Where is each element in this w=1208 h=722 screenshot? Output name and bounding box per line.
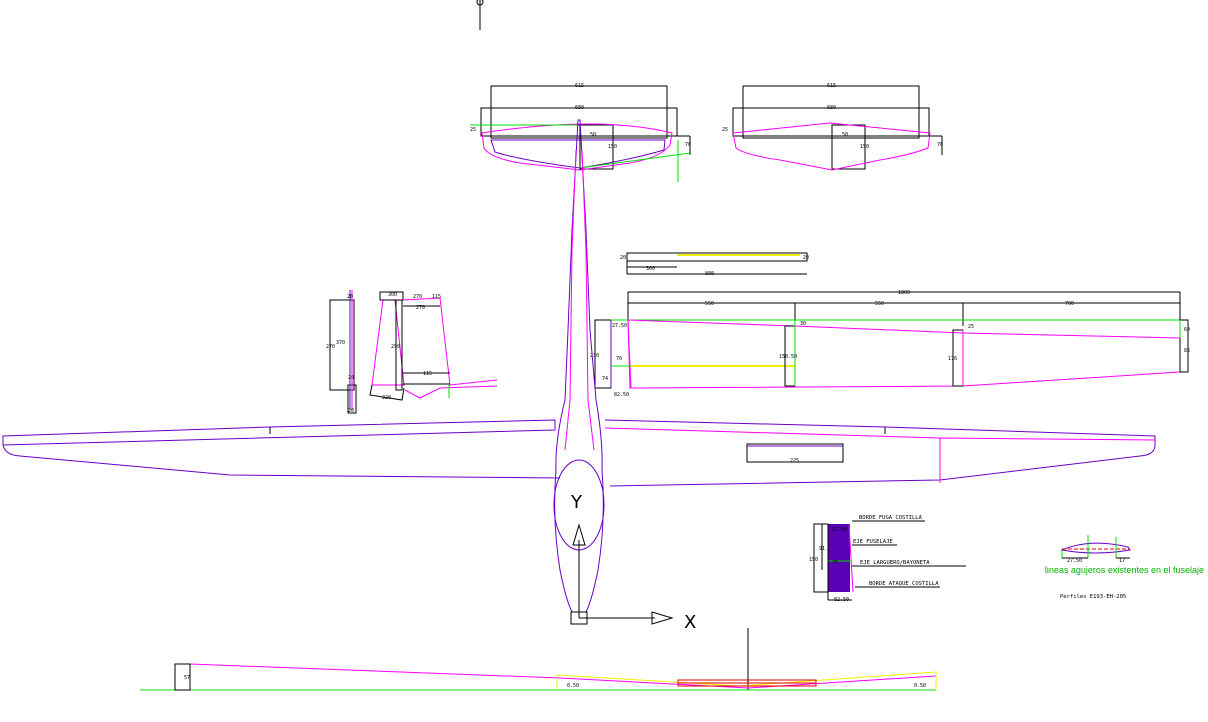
dim-text: 82.50	[614, 392, 629, 398]
dim-text: 17	[1119, 558, 1125, 564]
dim-text: 270	[416, 305, 425, 311]
dim-text: 176	[948, 356, 957, 362]
dim-text: 270	[413, 294, 422, 300]
dim-text: 74	[602, 376, 608, 382]
dim-text: 50	[590, 132, 596, 138]
dim-text: 25	[470, 127, 476, 133]
dim-text: 20	[348, 375, 354, 381]
dim-text: 115	[423, 371, 432, 377]
dim-text: 150	[608, 144, 617, 150]
dim-text: 25	[722, 127, 728, 133]
dim-text: 150	[809, 557, 818, 563]
dim-text: 550	[705, 301, 714, 307]
dim-text: 85	[1184, 348, 1190, 354]
dim-text: 300	[388, 292, 397, 298]
dim-text: 70	[937, 142, 943, 148]
dim-text: 225	[790, 458, 799, 464]
dim-text: 0.50	[567, 683, 579, 689]
dim-text: 20	[620, 255, 626, 261]
dim-text: 57	[184, 675, 190, 681]
dim-text: 60	[1184, 327, 1190, 333]
dim-text: 800	[705, 271, 714, 277]
dim-text: 0.50	[914, 683, 926, 689]
dim-text: 27.50	[832, 527, 847, 533]
dim-text: 150.50	[779, 354, 797, 360]
dim-text: 290	[391, 344, 400, 350]
airfoil-profiles-label: Perfiles E193-EH-205	[1060, 594, 1126, 600]
rib-section: BORDE FUGA COSTILLA EJE FUSELAJE EJE LAR…	[809, 515, 966, 603]
dim-text: 700	[1065, 301, 1074, 307]
dim-text: 70	[832, 560, 838, 566]
rib-label-fuselage-axis: EJE FUSELAJE	[853, 539, 893, 545]
dim-text: 680	[575, 105, 584, 111]
stabilizer-outline-view: 615 680 25 50 150 70	[722, 83, 943, 171]
top-axis-mark	[476, 0, 484, 30]
dim-text: 20	[347, 294, 353, 300]
airfoil-profile: 27.50 17 lineas agujeros existentes en e…	[1045, 535, 1204, 600]
dim-text: 91	[819, 546, 825, 552]
dim-text: 115	[432, 294, 441, 300]
dim-text: 70	[616, 356, 622, 362]
rib-label-trailing-edge: BORDE FUGA COSTILLA	[859, 515, 923, 521]
dim-text: 230	[590, 353, 599, 359]
y-axis-label: Y	[570, 492, 583, 513]
dim-text: 20	[803, 255, 809, 261]
xy-axes: X Y	[570, 492, 696, 633]
dim-text: 550	[875, 301, 884, 307]
dim-text: 300	[646, 266, 655, 272]
dim-text: 30	[800, 321, 806, 327]
dim-text: 220	[382, 395, 391, 401]
dim-text: 615	[827, 83, 836, 89]
fuselage-holes-note: lineas agujeros existentes en el fuselaj…	[1045, 565, 1204, 575]
dim-text: 25	[968, 324, 974, 330]
dim-text: 20	[348, 408, 354, 414]
stabilizer-top-view: 615 680 25 50 150 70	[470, 83, 691, 182]
dim-text: 50	[842, 132, 848, 138]
dim-text: 270	[326, 344, 335, 350]
spar-detail: 20 20 300 800	[620, 252, 809, 277]
dim-text: 70	[685, 142, 691, 148]
dim-text: 1800	[898, 290, 910, 296]
dim-text: 370	[336, 340, 345, 346]
dim-text: 680	[827, 105, 836, 111]
dim-text: 27.50	[1067, 558, 1082, 564]
dim-text: 615	[575, 83, 584, 89]
dim-text: 27.50	[612, 323, 627, 329]
wing-panel-detail: 550 550 700 1800 30 25 60 85 230 27.50 7…	[590, 290, 1190, 398]
dim-text: 82.50	[834, 597, 849, 603]
rib-label-spar-axis: EJE LARGUERO/BAYONETA	[860, 560, 930, 566]
wing-planform: 225	[2, 419, 1156, 487]
wing-side-view: 57 0.50 0.50	[140, 628, 937, 691]
dim-text: 150	[860, 144, 869, 150]
x-axis-label: X	[684, 612, 696, 633]
rib-label-leading-edge: BORDE ATAQUE COSTILLA	[869, 581, 939, 587]
fin-detail: 270 370 20 20 20 300 290 270 115 270 115…	[326, 290, 498, 414]
